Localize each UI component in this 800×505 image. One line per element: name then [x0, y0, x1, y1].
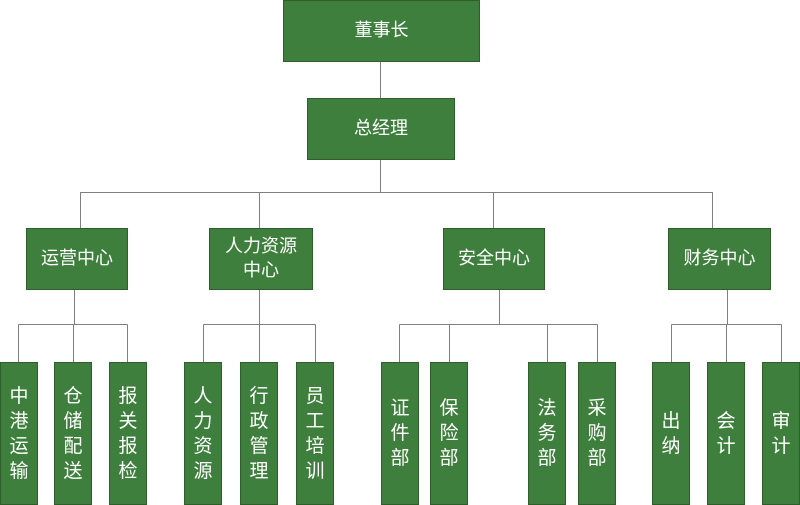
node-center-operations: 运营中心	[26, 228, 128, 290]
node-dept: 采购部	[578, 362, 616, 505]
node-dept: 会计	[707, 362, 745, 505]
node-dept: 报关报检	[109, 362, 147, 505]
node-label: 审计	[771, 409, 791, 457]
node-label: 人力资源中心	[225, 236, 297, 281]
node-center-safety: 安全中心	[443, 228, 545, 290]
node-dept: 证件部	[381, 362, 419, 505]
node-dept: 中港运输	[0, 362, 38, 505]
node-label: 出纳	[661, 409, 681, 457]
node-label: 采购部	[587, 397, 607, 469]
node-label: 会计	[716, 409, 736, 457]
node-dept: 法务部	[528, 362, 566, 505]
node-label: 运营中心	[41, 248, 113, 269]
node-label: 保险部	[439, 397, 459, 469]
node-dept: 保险部	[430, 362, 468, 505]
node-center-hr: 人力资源中心	[209, 228, 313, 290]
node-label: 人力资源	[193, 384, 213, 482]
node-center-finance: 财务中心	[668, 228, 771, 290]
node-chairman: 董事长	[283, 0, 480, 62]
node-dept: 出纳	[652, 362, 690, 505]
node-label: 中港运输	[9, 384, 29, 482]
node-label: 董事长	[354, 20, 409, 41]
node-label: 法务部	[537, 397, 557, 469]
node-dept: 仓储配送	[54, 362, 92, 505]
node-label: 安全中心	[458, 248, 530, 269]
node-label: 行政管理	[249, 384, 269, 482]
node-general-manager: 总经理	[307, 98, 455, 160]
node-label: 报关报检	[118, 384, 138, 482]
node-dept: 行政管理	[240, 362, 278, 505]
node-dept: 人力资源	[184, 362, 222, 505]
node-label: 总经理	[354, 118, 408, 139]
node-dept: 审计	[762, 362, 800, 505]
node-label: 财务中心	[683, 248, 756, 269]
node-label: 证件部	[390, 397, 410, 469]
node-label: 员工培训	[305, 384, 325, 482]
node-label: 仓储配送	[63, 384, 83, 482]
node-dept: 员工培训	[296, 362, 334, 505]
